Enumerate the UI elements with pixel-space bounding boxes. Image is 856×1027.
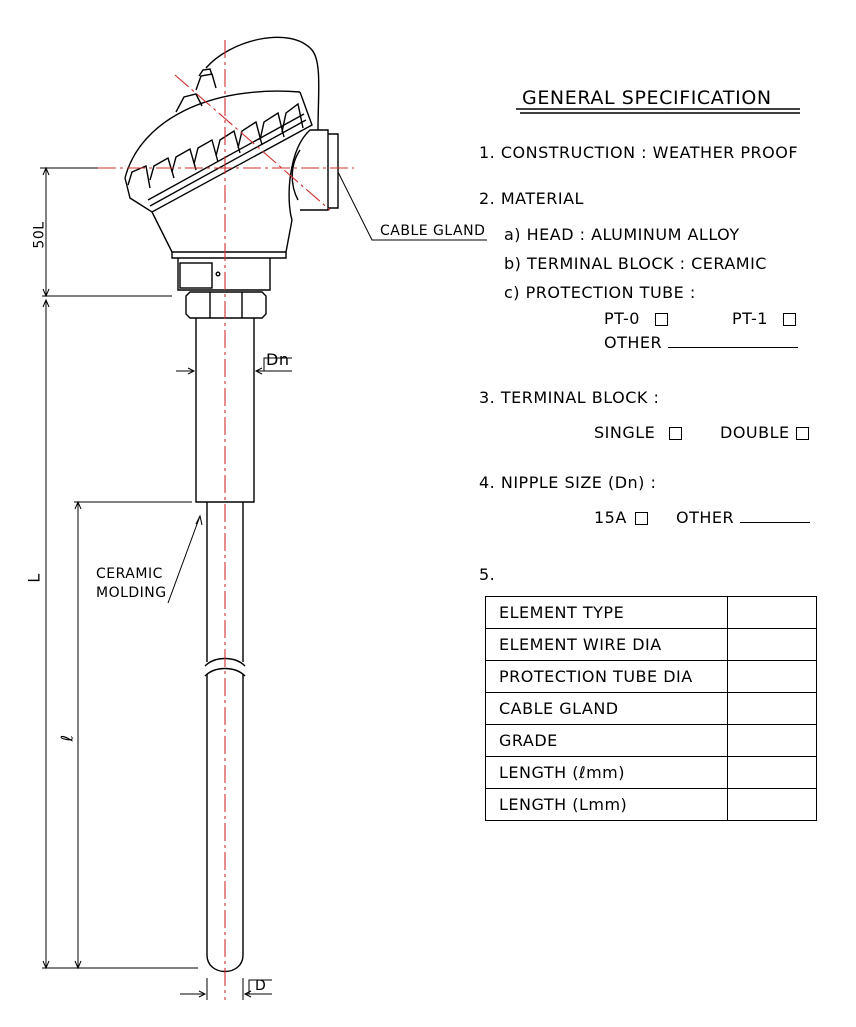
title-underline (516, 108, 800, 114)
table-row: ELEMENT WIRE DIA (485, 628, 817, 661)
table-row: CABLE GLAND (485, 692, 817, 725)
dn-label: Dn (266, 350, 290, 369)
single-option: SINGLE (594, 423, 683, 442)
row-label: LENGTH (Lmm) (485, 788, 728, 821)
other2-label: OTHER (676, 508, 735, 527)
other-blank[interactable] (668, 347, 799, 348)
row-label: LENGTH (ℓmm) (485, 756, 728, 789)
other2-blank[interactable] (740, 522, 811, 523)
spec-item-2b: b) TERMINAL BLOCK : CERAMIC (504, 254, 767, 273)
double-label: DOUBLE (720, 423, 790, 442)
spec-item-5: 5. (479, 565, 496, 584)
other-label: OTHER (604, 333, 663, 352)
center-lines (98, 40, 354, 1000)
ceramic-label-line1: CERAMIC (96, 566, 163, 582)
table-row: PROTECTION TUBE DIA (485, 660, 817, 693)
nipple (195, 318, 255, 503)
dim-l-label: L (24, 573, 44, 583)
row-label: GRADE (485, 724, 728, 757)
row-label: PROTECTION TUBE DIA (485, 660, 728, 693)
row-value-cell[interactable] (727, 788, 817, 821)
row-value-cell[interactable] (727, 628, 817, 661)
pt0-checkbox[interactable] (654, 313, 668, 326)
table-row: LENGTH (ℓmm) (485, 756, 817, 789)
row-value-cell[interactable] (727, 596, 817, 629)
a15-label: 15A (594, 508, 627, 527)
spec-item-3: 3. TERMINAL BLOCK : (479, 388, 660, 407)
cable-gland-label: CABLE GLAND (380, 223, 486, 239)
spec-item-2c: c) PROTECTION TUBE : (504, 283, 696, 302)
table-row: LENGTH (Lmm) (485, 788, 817, 821)
a15-option: 15A (594, 510, 648, 526)
dim-50l-label: 50L (31, 221, 48, 249)
row-value-cell[interactable] (727, 660, 817, 693)
row-label: ELEMENT TYPE (485, 596, 728, 629)
row-value-cell[interactable] (727, 724, 817, 757)
single-label: SINGLE (594, 423, 656, 442)
row-label: ELEMENT WIRE DIA (485, 628, 728, 661)
single-checkbox[interactable] (669, 427, 683, 440)
a15-checkbox[interactable] (634, 512, 648, 525)
pt1-option: PT-1 (732, 311, 796, 327)
spec-item-4: 4. NIPPLE SIZE (Dn) : (479, 473, 657, 492)
other2-option: OTHER (676, 508, 811, 527)
spec-item-2a: a) HEAD : ALUMINUM ALLOY (504, 225, 740, 244)
row-value-cell[interactable] (727, 692, 817, 725)
table-row: ELEMENT TYPE (485, 596, 817, 629)
dim-lambda-label: ℓ (57, 734, 77, 742)
pt0-label: PT-0 (604, 309, 640, 328)
double-option: DOUBLE (720, 425, 809, 441)
other-option: OTHER (604, 333, 799, 352)
spec-item-1: 1. CONSTRUCTION : WEATHER PROOF (479, 143, 799, 162)
spec-title: GENERAL SPECIFICATION (522, 87, 772, 109)
terminal-head (124, 36, 339, 319)
table-row: GRADE (485, 724, 817, 757)
lid-fins (127, 102, 304, 189)
spec-item-2: 2. MATERIAL (479, 189, 584, 208)
spec-table: ELEMENT TYPE ELEMENT WIRE DIA PROTECTION… (485, 596, 817, 821)
double-checkbox[interactable] (795, 427, 809, 440)
pt1-checkbox[interactable] (782, 313, 796, 326)
pt1-label: PT-1 (732, 309, 768, 328)
d-label: D (255, 978, 267, 994)
row-label: CABLE GLAND (485, 692, 728, 725)
ceramic-label-line2: MOLDING (96, 585, 167, 601)
pt0-option: PT-0 (604, 311, 668, 327)
row-value-cell[interactable] (727, 756, 817, 789)
dimension-lines (40, 166, 487, 1000)
